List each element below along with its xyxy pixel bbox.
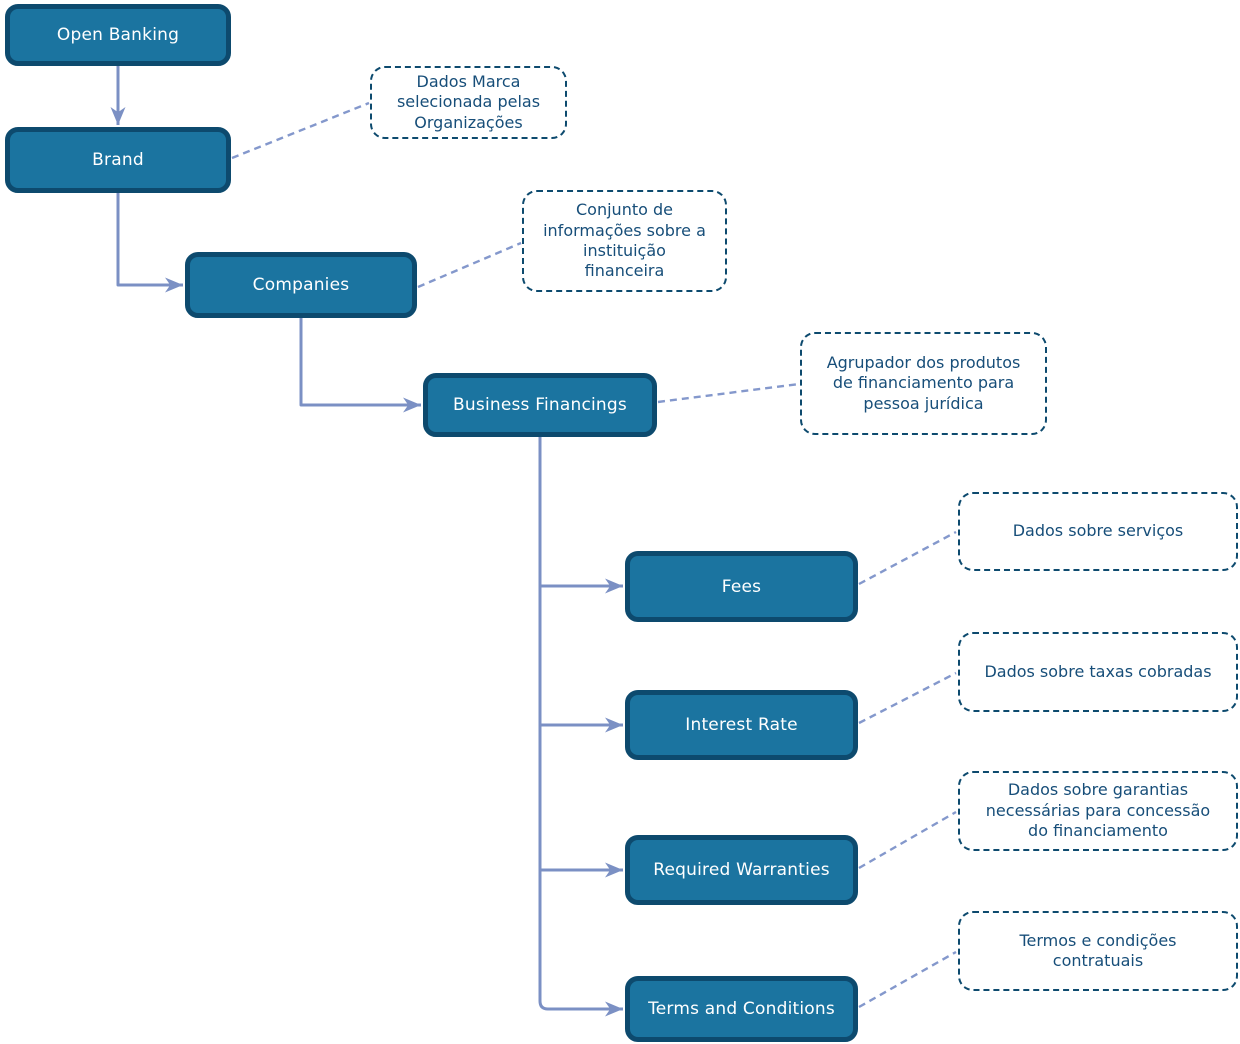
note-terms-and-conditions: Termos e condições contratuais	[958, 911, 1238, 991]
node-interest-rate: Interest Rate	[625, 690, 858, 760]
node-business-financings: Business Financings	[423, 373, 657, 437]
node-open-banking: Open Banking	[5, 4, 231, 66]
edge-note-required-warranties	[858, 810, 957, 870]
edge-note-fees	[858, 530, 957, 586]
node-brand: Brand	[5, 127, 231, 193]
note-required-warranties: Dados sobre garantias necessárias para c…	[958, 771, 1238, 851]
note-fees: Dados sobre serviços	[958, 492, 1238, 571]
edge-note-companies	[417, 241, 522, 289]
edge-companies-business-financings	[299, 318, 421, 413]
node-required-warranties: Required Warranties	[625, 835, 858, 905]
note-interest-rate: Dados sobre taxas cobradas	[958, 632, 1238, 712]
edge-brand-companies	[116, 193, 183, 293]
edge-note-terms-and-conditions	[858, 950, 957, 1009]
note-brand: Dados Marca selecionada pelas Organizaçõ…	[370, 66, 567, 139]
node-fees: Fees	[625, 551, 858, 622]
edge-business-financings-fees	[538, 437, 623, 594]
note-companies: Conjunto de informações sobre a institui…	[522, 190, 727, 292]
edge-business-financings-interest-rate	[538, 586, 623, 733]
edge-note-business-financings	[657, 382, 800, 404]
node-terms-and-conditions: Terms and Conditions	[625, 976, 858, 1042]
note-business-financings: Agrupador dos produtos de financiamento …	[800, 332, 1047, 435]
edge-note-interest-rate	[858, 671, 957, 725]
edge-business-financings-required-warranties	[538, 725, 623, 878]
edge-note-brand	[231, 101, 370, 160]
edge-business-financings-terms-and-conditions	[538, 870, 623, 1017]
node-companies: Companies	[185, 252, 417, 318]
